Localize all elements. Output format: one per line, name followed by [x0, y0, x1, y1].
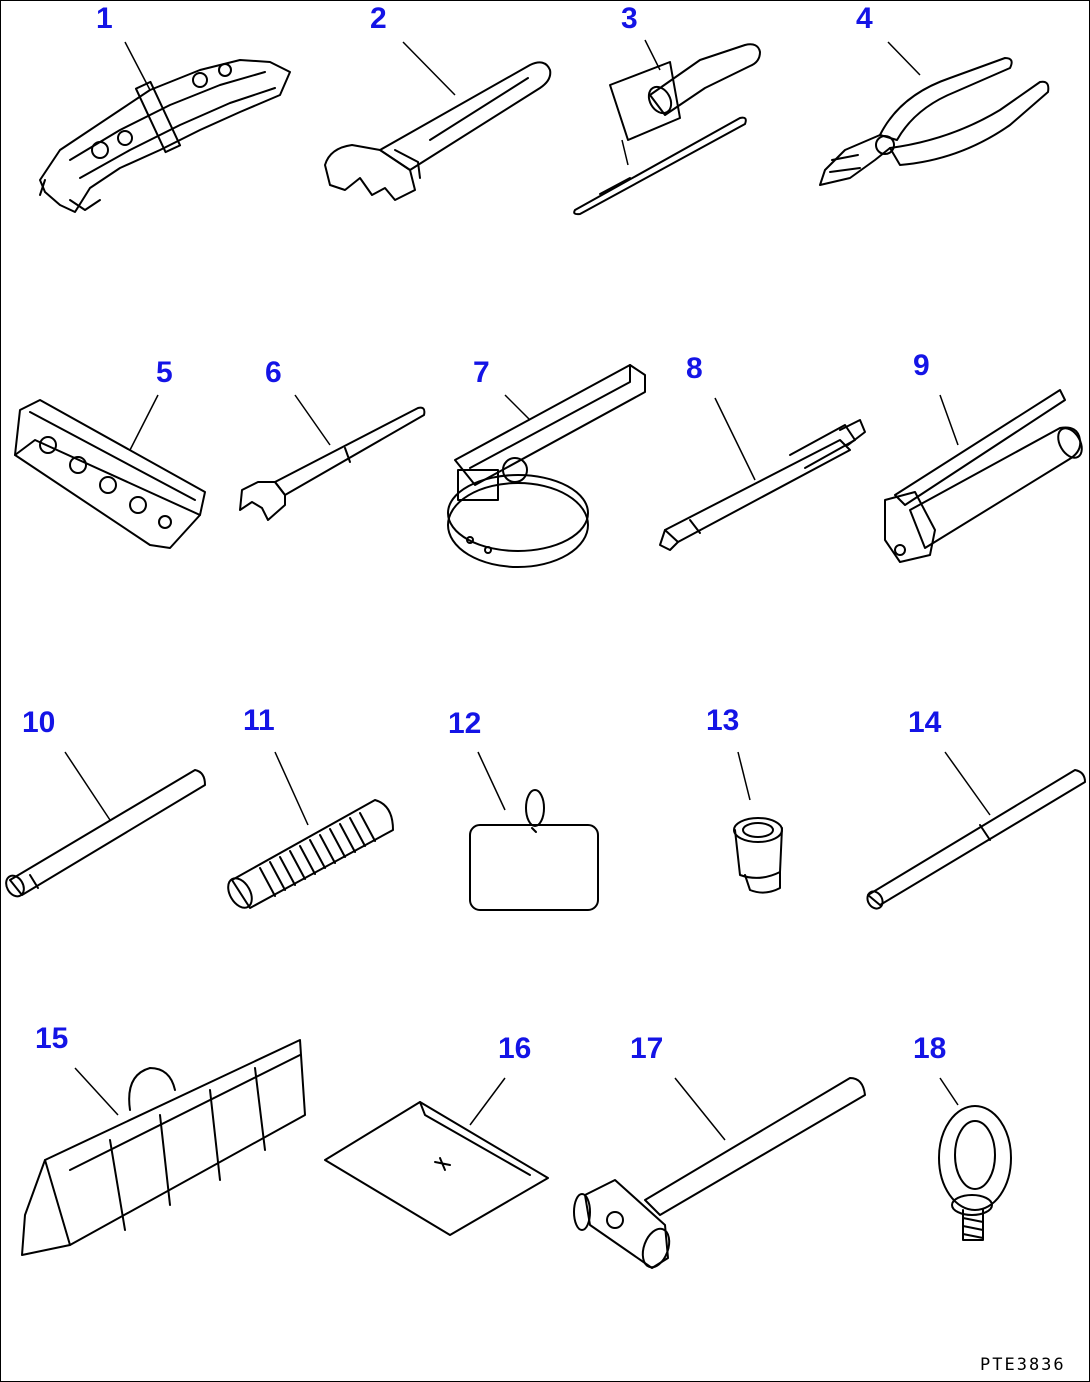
- callout-number: 17: [630, 1032, 663, 1065]
- callout-number: 4: [856, 2, 873, 35]
- callout-number: 12: [448, 707, 481, 740]
- drawing-code: PTE3836: [980, 1355, 1066, 1375]
- callout-number: 9: [913, 349, 930, 382]
- grease-hose-icon: 11: [227, 704, 394, 909]
- callout-number: 2: [370, 2, 387, 35]
- adjustable-wrench-icon: 2: [324, 2, 552, 201]
- extension-bar-icon: 14: [866, 706, 1086, 910]
- callout-number: 5: [156, 356, 173, 389]
- vinyl-bag-icon: 16: [324, 1032, 549, 1236]
- tool-bag-icon: 15: [21, 1022, 306, 1256]
- grease-pump-icon: 9: [884, 349, 1083, 563]
- callout-number: 11: [243, 704, 275, 737]
- bar-icon: 10: [5, 706, 206, 898]
- callout-number: 10: [22, 706, 55, 739]
- callout-number: 1: [96, 2, 113, 35]
- wrench-set-icon: 1: [39, 2, 291, 213]
- eyebolt-icon: 18: [913, 1032, 1012, 1241]
- callout-number: 14: [908, 706, 942, 739]
- pouch-icon: 12: [448, 707, 599, 911]
- callout-number: 13: [706, 704, 739, 737]
- socket-icon: 13: [706, 704, 783, 894]
- socket-wrench-set-icon: 5: [14, 356, 206, 549]
- filter-wrench-icon: 7: [447, 356, 646, 568]
- spanner-icon: 6: [239, 356, 426, 521]
- callout-number: 3: [621, 2, 638, 35]
- callout-number: 16: [498, 1032, 531, 1065]
- callout-number: 18: [913, 1032, 946, 1065]
- callout-number: 6: [265, 356, 282, 389]
- hammer-icon: 17: [573, 1032, 866, 1269]
- callout-number: 8: [686, 352, 703, 385]
- gauge-rod-icon: 8: [659, 352, 866, 551]
- pliers-icon: 4: [819, 2, 1050, 186]
- callout-number: 7: [473, 356, 490, 389]
- callout-number: 15: [35, 1022, 68, 1055]
- screwdriver-icon: 3: [573, 2, 761, 216]
